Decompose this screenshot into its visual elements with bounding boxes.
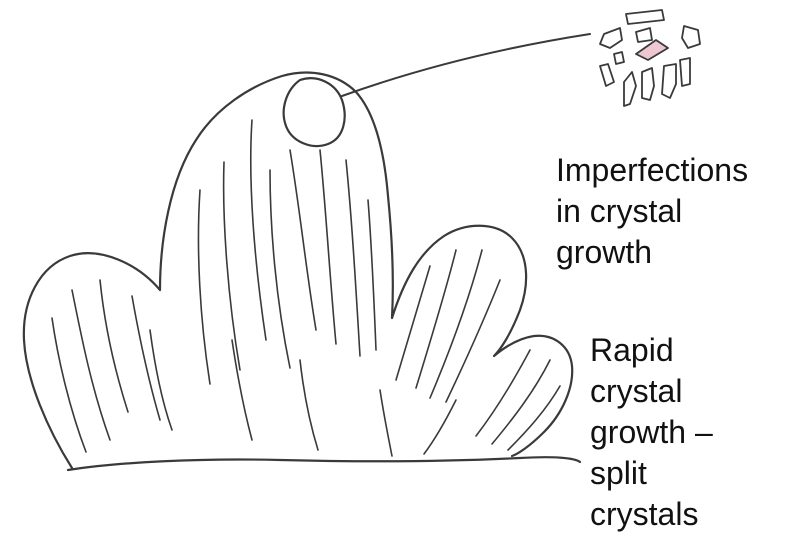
label-rapid-growth: Rapid crystal growth – split crystals: [590, 330, 713, 535]
label-imperfections-line-1: Imperfections: [556, 150, 748, 191]
base-line: [68, 457, 580, 470]
fragment-bottom-5: [680, 58, 690, 86]
fragment-bottom-4: [662, 64, 676, 98]
fragment-right: [682, 26, 700, 48]
connector-line: [342, 34, 590, 96]
label-imperfections: Imperfections in crystal growth: [556, 150, 748, 273]
label-rapid-growth-line-4: split: [590, 453, 713, 494]
label-rapid-growth-line-5: crystals: [590, 494, 713, 535]
fragment-bottom-1: [600, 64, 614, 86]
fragment-top: [626, 10, 664, 24]
crystal-striations: [52, 120, 560, 456]
label-rapid-growth-line-1: Rapid: [590, 330, 713, 371]
label-imperfections-line-3: growth: [556, 232, 748, 273]
fragment-bottom-3: [642, 68, 654, 100]
imperfection-circle: [284, 78, 345, 146]
crystal-outline: [24, 73, 572, 468]
fragment-left: [600, 28, 622, 48]
label-rapid-growth-line-3: growth –: [590, 412, 713, 453]
fragment-tinted: [636, 40, 668, 60]
fragment-upper-mid: [636, 28, 652, 42]
imperfection-fragments: [600, 10, 700, 106]
fragment-mid-left: [614, 52, 624, 64]
fragment-bottom-2: [624, 72, 636, 106]
label-imperfections-line-2: in crystal: [556, 191, 748, 232]
label-rapid-growth-line-2: crystal: [590, 371, 713, 412]
